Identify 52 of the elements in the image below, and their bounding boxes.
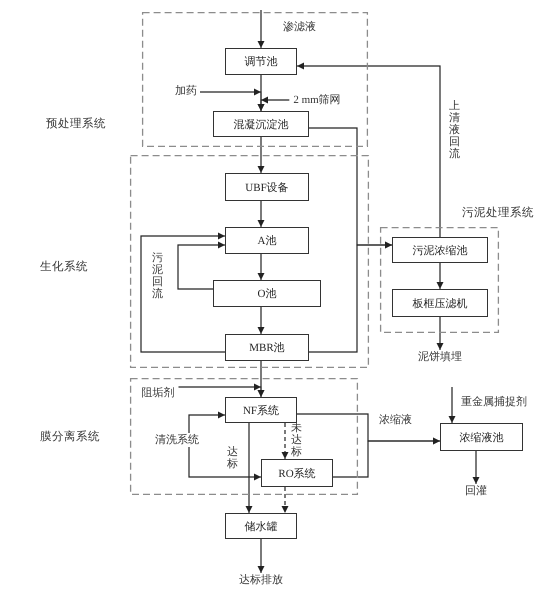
- edge-label: 重金属捕捉剂: [461, 395, 527, 409]
- flow-arrow: [436, 263, 444, 289]
- edge-label: 渗滤液: [283, 20, 316, 34]
- process-box: 储水罐: [225, 513, 297, 539]
- output-label: 泥饼填埋: [418, 350, 462, 364]
- process-box: 混凝沉淀池: [213, 111, 309, 137]
- flow-arrow: [436, 317, 444, 350]
- input-label: 2 mm筛网: [293, 93, 341, 107]
- dashed-arrow: [282, 487, 288, 513]
- flow-arrow: [333, 438, 440, 478]
- process-box: A池: [225, 227, 309, 254]
- flow-arrow: [258, 539, 264, 573]
- group-label: 膜分离系统: [40, 430, 100, 444]
- group-label: 污泥处理系统: [462, 206, 534, 220]
- output-label: 达标排放: [239, 573, 283, 587]
- process-box: 调节池: [225, 48, 297, 75]
- dashed-arrow: [282, 423, 288, 459]
- flow-arrow: [140, 232, 225, 353]
- process-box: 污泥浓缩池: [392, 237, 488, 263]
- input-label: 加药: [175, 84, 197, 98]
- process-box: MBR池: [225, 334, 309, 361]
- flow-arrow: [258, 307, 264, 334]
- edge-label: 上清液回流: [449, 100, 460, 160]
- flow-arrow: [178, 384, 264, 397]
- flow-arrow: [246, 423, 252, 513]
- edge-label: 达标: [227, 446, 238, 470]
- flow-arrow: [258, 201, 264, 227]
- input-label: 阻垢剂: [142, 386, 174, 400]
- flow-arrow: [297, 62, 441, 237]
- flow-arrow: [177, 242, 225, 290]
- flow-arrow: [258, 10, 264, 48]
- flow-arrow: [309, 242, 392, 353]
- process-box: UBF设备: [225, 173, 309, 201]
- flow-arrow: [258, 96, 290, 111]
- group-label: 生化系统: [40, 260, 88, 274]
- edge-label: 污泥回流: [152, 252, 163, 300]
- process-box: RO系统: [261, 459, 333, 487]
- process-box: 板框压滤机: [392, 289, 488, 317]
- flow-arrow: [188, 447, 261, 480]
- group-label: 预处理系统: [46, 117, 106, 131]
- flow-arrow: [258, 137, 264, 173]
- flow-arrow: [472, 451, 480, 484]
- output-label: 回灌: [465, 484, 487, 498]
- edge-label: 未达标: [291, 422, 302, 458]
- flow-arrow: [258, 254, 264, 280]
- flow-arrow: [448, 387, 456, 423]
- edge-label: 浓缩液: [379, 413, 412, 427]
- process-box: NF系统: [225, 397, 297, 423]
- process-box: O池: [213, 280, 321, 307]
- input-label: 清洗系统: [155, 433, 199, 447]
- flow-arrow: [188, 412, 225, 433]
- process-box: 浓缩液池: [440, 423, 523, 451]
